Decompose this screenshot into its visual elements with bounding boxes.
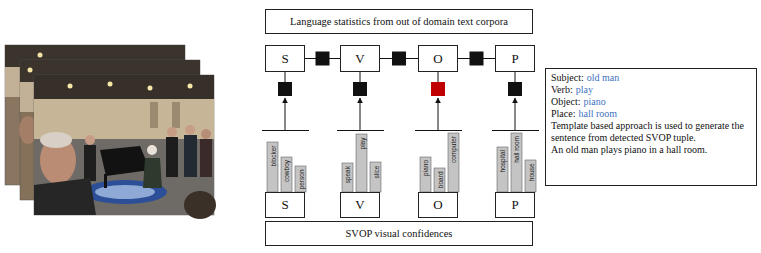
note-text: Template based approach is used to gener… — [551, 120, 751, 144]
bar-label: house — [525, 161, 536, 191]
field-value: piano — [583, 96, 605, 107]
detector-box: V — [340, 192, 380, 218]
confidence-box: SVOP visual confidences — [265, 221, 533, 246]
detector-box: S — [265, 192, 305, 218]
variable-node: S — [265, 45, 305, 72]
field-name: Place: — [551, 108, 575, 119]
bar-label: slice — [370, 163, 381, 191]
note-text: An old man plays piano in a hall room. — [551, 144, 751, 156]
box-label: P — [511, 197, 518, 213]
bar-label: play — [356, 135, 367, 191]
result-note: Subject:old manVerb:playObject:pianoPlac… — [545, 68, 757, 186]
bar-label: hospital — [497, 148, 508, 191]
frame-front — [34, 75, 216, 219]
variable-node: O — [418, 45, 458, 72]
box-label: S — [281, 51, 288, 67]
bar-label: blocker — [267, 143, 278, 191]
field-value: play — [576, 84, 593, 95]
detector-box: O — [418, 192, 458, 218]
bar-label: cowboy — [281, 158, 292, 191]
bar-label: computer — [448, 134, 459, 191]
bar-label: hall room — [511, 134, 522, 191]
detector-box: P — [495, 192, 535, 218]
field-name: Verb: — [551, 84, 573, 95]
field-name: Subject: — [551, 72, 584, 83]
unary-factors — [262, 72, 539, 131]
box-label: V — [355, 197, 364, 213]
corpus-box: Language statistics from out of domain t… — [265, 9, 533, 34]
bar-label: person — [295, 167, 306, 191]
field-value: hall room — [578, 108, 617, 119]
box-label: Language statistics from out of domain t… — [290, 16, 508, 27]
box-label: SVOP visual confidences — [346, 228, 453, 239]
box-label: O — [433, 197, 442, 213]
variable-node: V — [340, 45, 380, 72]
confidence-bars — [267, 133, 536, 192]
field-value: old man — [587, 72, 620, 83]
box-label: O — [433, 51, 442, 67]
bar-label: board — [434, 169, 445, 191]
box-label: S — [281, 197, 288, 213]
variable-node: P — [495, 45, 535, 72]
field-name: Object: — [551, 96, 580, 107]
box-label: P — [511, 51, 518, 67]
bar-label: piano — [420, 158, 431, 191]
bar-label: speak — [342, 164, 353, 191]
box-label: V — [355, 51, 364, 67]
